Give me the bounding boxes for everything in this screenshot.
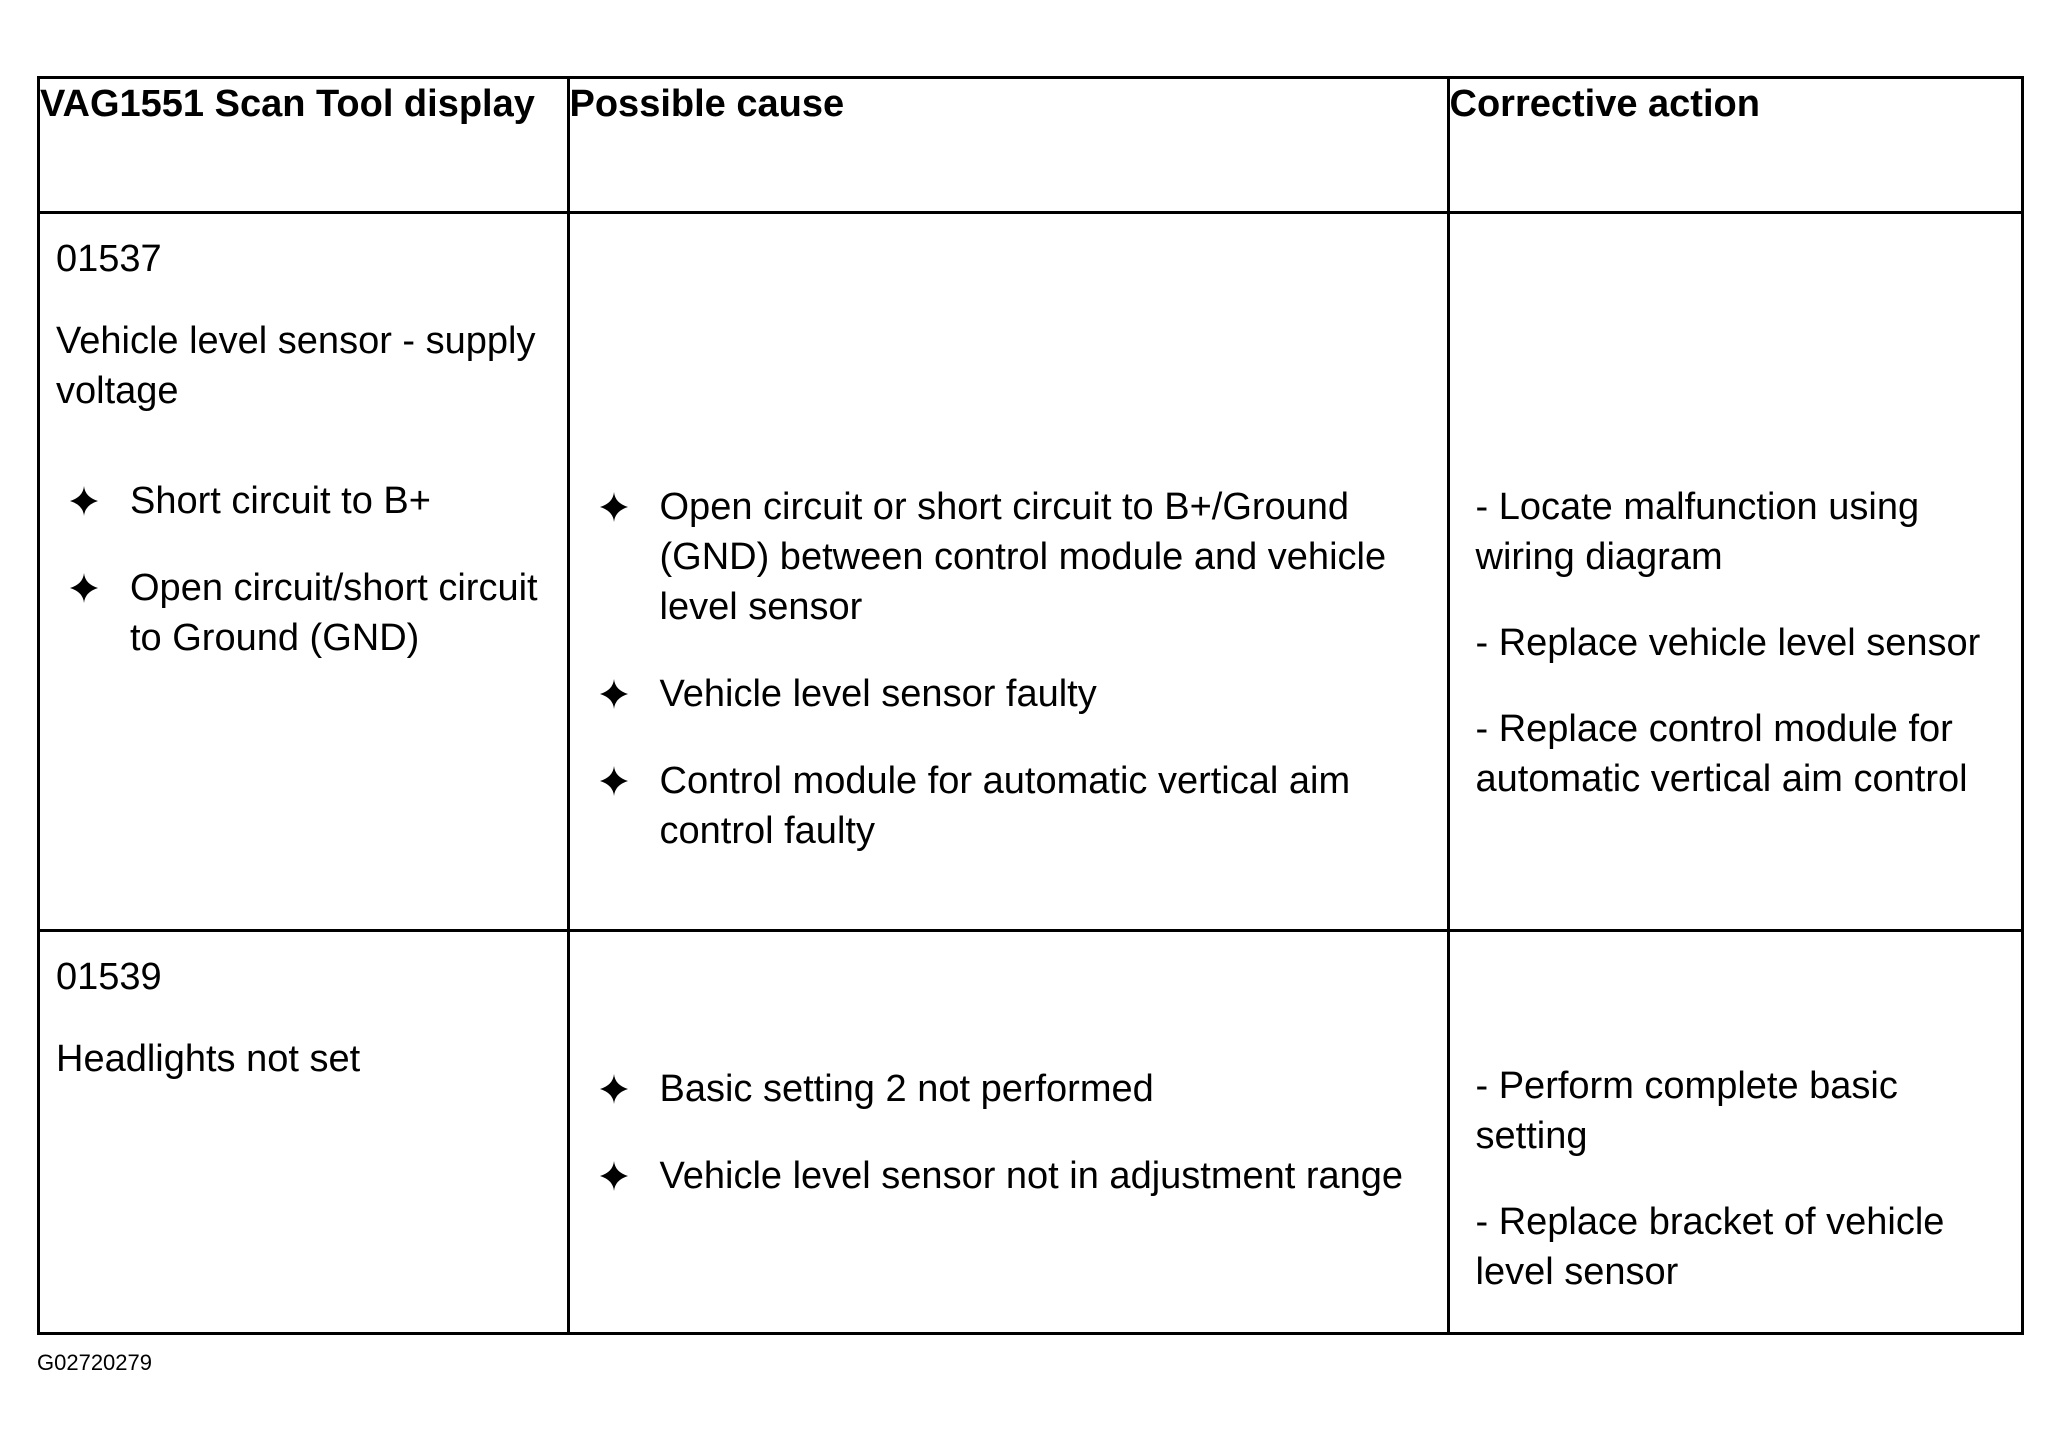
corrective-action-list: - Perform complete basic setting - Repla… [1450, 932, 2022, 1297]
diamond-bullet-icon [599, 491, 628, 522]
diamond-bullet-icon [599, 1073, 628, 1104]
list-item: Open circuit or short circuit to B+/Grou… [599, 482, 1431, 632]
diamond-bullet-icon [599, 765, 628, 796]
diamond-bullet-icon [70, 572, 98, 603]
corrective-action-cell: - Locate malfunction using wiring diagra… [1446, 210, 2022, 932]
diagnostic-table-frame: VAG1551 Scan Tool display Possible cause… [37, 76, 2024, 1335]
possible-cause-text: Vehicle level sensor faulty [659, 672, 1097, 715]
fault-code: 01537 [56, 237, 162, 280]
list-item: Open circuit/short circuit to Ground (GN… [70, 563, 551, 663]
header-corrective-action: Corrective action [1446, 79, 2021, 214]
fault-code-table: VAG1551 Scan Tool display Possible cause… [40, 79, 2021, 1332]
scan-tool-display-cell: 01537 Vehicle level sensor - supply volt… [40, 210, 570, 932]
figure-id: G02720279 [37, 1350, 152, 1375]
diamond-bullet-icon [70, 485, 98, 516]
corrective-action-list: - Locate malfunction using wiring diagra… [1450, 214, 2022, 804]
list-item: Short circuit to B+ [70, 476, 551, 526]
fault-code: 01539 [56, 955, 162, 998]
table-header-row: VAG1551 Scan Tool display Possible cause… [40, 79, 2021, 214]
possible-cause-cell: Open circuit or short circuit to B+/Grou… [566, 210, 1450, 932]
possible-cause-list: Open circuit or short circuit to B+/Grou… [599, 482, 1431, 856]
corrective-action-text: - Perform complete basic setting [1475, 1064, 1898, 1157]
possible-cause-list: Basic setting 2 not performed Vehicle le… [599, 1064, 1431, 1201]
diamond-bullet-icon [599, 678, 628, 709]
scan-tool-display-cell: 01539 Headlights not set [40, 928, 570, 1332]
corrective-action-cell: - Perform complete basic setting - Repla… [1446, 928, 2022, 1332]
fault-condition-text: Short circuit to B+ [130, 479, 431, 522]
fault-condition-list: Short circuit to B+ Open circuit/short c… [70, 476, 551, 663]
possible-cause-text: Basic setting 2 not performed [659, 1067, 1154, 1110]
corrective-action-text: - Replace bracket of vehicle level senso… [1475, 1200, 1945, 1293]
list-item: Vehicle level sensor not in adjustment r… [599, 1151, 1431, 1201]
possible-cause-cell: Basic setting 2 not performed Vehicle le… [566, 928, 1450, 1332]
table-row: 01539 Headlights not set Basic setting 2… [40, 928, 2022, 1332]
possible-cause-text: Vehicle level sensor not in adjustment r… [659, 1154, 1404, 1197]
fault-description: Headlights not set [56, 1037, 361, 1080]
diamond-bullet-icon [599, 1160, 628, 1191]
corrective-action-text: - Replace control module for automatic v… [1475, 707, 1968, 800]
corrective-action-text: - Locate malfunction using wiring diagra… [1475, 485, 1920, 578]
list-item: Vehicle level sensor faulty [599, 669, 1431, 719]
possible-cause-text: Control module for automatic vertical ai… [659, 759, 1351, 852]
possible-cause-text: Open circuit or short circuit to B+/Grou… [659, 485, 1387, 628]
header-scan-tool-display: VAG1551 Scan Tool display [40, 79, 570, 214]
fault-description: Vehicle level sensor - supply voltage [56, 319, 536, 412]
list-item: Control module for automatic vertical ai… [599, 756, 1431, 856]
fault-condition-text: Open circuit/short circuit to Ground (GN… [130, 566, 538, 659]
header-possible-cause: Possible cause [566, 79, 1450, 214]
table-row: 01537 Vehicle level sensor - supply volt… [40, 210, 2022, 932]
corrective-action-text: - Replace vehicle level sensor [1475, 621, 1981, 664]
list-item: Basic setting 2 not performed [599, 1064, 1431, 1114]
